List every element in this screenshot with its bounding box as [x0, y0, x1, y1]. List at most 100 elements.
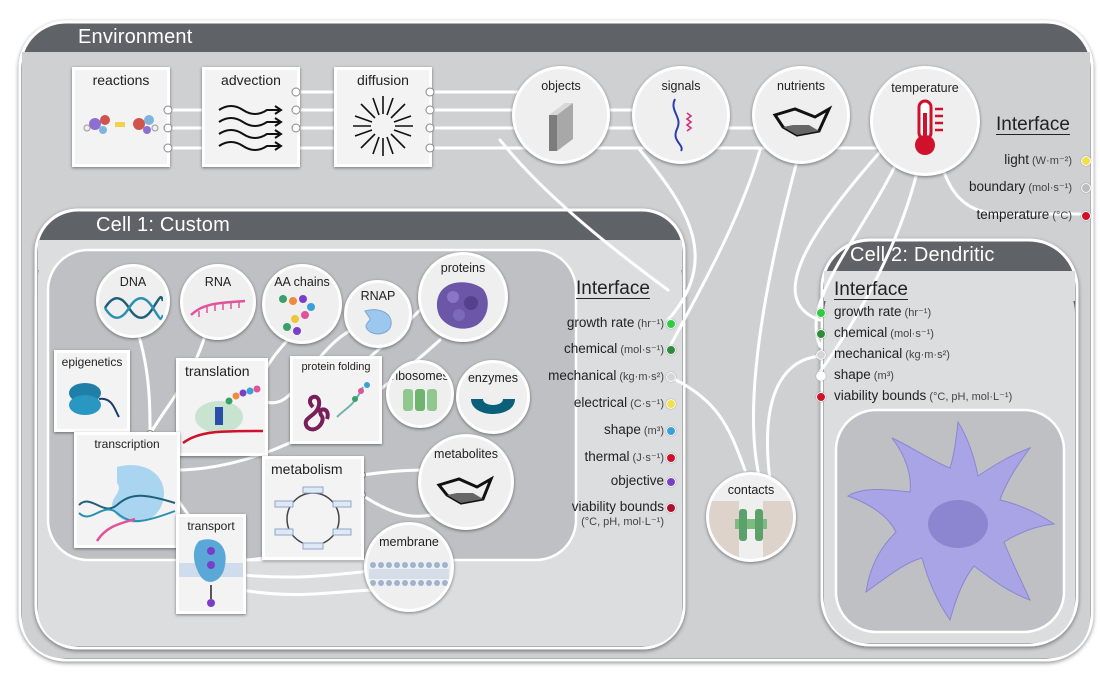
- membrane-label: membrane: [379, 535, 439, 549]
- env-interface-temperature[interactable]: temperature(°C): [977, 207, 1072, 222]
- cell2-mechanical-unit: (kg·m·s²): [905, 349, 950, 361]
- dna-label: DNA: [119, 275, 147, 289]
- transport-process[interactable]: transport: [176, 514, 246, 614]
- growth-rate-unit: (hr⁻¹): [637, 318, 664, 330]
- cell2-title: Cell 2: Dendritic: [850, 244, 995, 266]
- transport-label: transport: [187, 519, 235, 533]
- transcription-label: transcription: [94, 437, 160, 451]
- metabolites-node[interactable]: metabolites: [418, 434, 514, 530]
- light-port[interactable]: [1081, 156, 1091, 166]
- cell2-growth-rate-label: growth rate: [834, 304, 902, 319]
- viability-bounds-label: viability bounds: [571, 499, 664, 514]
- cell2-iface-viability-bounds[interactable]: viability bounds(°C, pH, mol·L⁻¹): [834, 388, 1012, 403]
- translation-icon: [182, 385, 264, 445]
- cell1-iface-viability-bounds[interactable]: viability bounds: [572, 499, 664, 514]
- cell2-chemical-port[interactable]: [816, 329, 826, 339]
- advection-process[interactable]: advection: [202, 67, 300, 167]
- protein-folding-process[interactable]: protein folding: [290, 356, 382, 444]
- cell-junction-icon: [709, 501, 793, 557]
- cell1-iface-shape[interactable]: shape(m³): [604, 422, 664, 437]
- cell1-interface-title: Interface: [576, 278, 650, 299]
- proteins-node[interactable]: proteins: [418, 252, 508, 342]
- boundary-port[interactable]: [1081, 183, 1091, 193]
- signal-strand-icon: [672, 98, 693, 152]
- signals-node[interactable]: signals: [632, 66, 730, 164]
- mechanical-label: mechanical: [548, 368, 617, 383]
- metabolite-ring-icon: [436, 475, 494, 505]
- contacts-label: contacts: [727, 483, 775, 497]
- cell1-electrical-port[interactable]: [666, 399, 676, 409]
- cell2-viability-bounds-port[interactable]: [816, 392, 826, 402]
- env-interface-boundary[interactable]: boundary(mol·s⁻¹): [969, 179, 1072, 194]
- reactions-process[interactable]: reactions: [72, 67, 170, 167]
- rnap-node[interactable]: RNAP: [344, 280, 412, 348]
- translation-process[interactable]: translation: [176, 358, 268, 456]
- cell1-growth-rate-port[interactable]: [666, 319, 676, 329]
- temperature-iface-unit: (°C): [1052, 210, 1072, 222]
- aa-chains-node[interactable]: AA chains: [262, 264, 342, 344]
- temperature-node[interactable]: temperature: [870, 66, 980, 176]
- metabolism-label: metabolism: [271, 461, 343, 477]
- cell1-chemical-port[interactable]: [666, 345, 676, 355]
- cell1-shape-port[interactable]: [666, 426, 676, 436]
- enzymes-node[interactable]: enzymes: [456, 360, 530, 434]
- cell2-shape-unit: (m³): [873, 370, 894, 382]
- cell2-shape-port[interactable]: [816, 371, 826, 381]
- ribosomes-label: ribosomes: [391, 369, 449, 383]
- protein-folding-icon: [303, 382, 370, 432]
- environment-title: Environment: [78, 26, 193, 48]
- cell1-thermal-port[interactable]: [666, 453, 676, 463]
- membrane-node[interactable]: membrane: [364, 522, 454, 612]
- shape-label: shape: [604, 422, 641, 437]
- env-interface-light[interactable]: light(W·m⁻²): [1004, 152, 1072, 167]
- shape-unit: (m³): [643, 425, 664, 437]
- cell2-iface-shape[interactable]: shape(m³): [834, 367, 894, 382]
- cell1-iface-mechanical[interactable]: mechanical(kg·m·s²): [548, 368, 664, 383]
- diffusion-process[interactable]: diffusion: [334, 67, 432, 167]
- cell1-iface-thermal[interactable]: thermal(J·s⁻¹): [585, 449, 664, 464]
- diffusion-label: diffusion: [357, 72, 409, 88]
- temperature-label: temperature: [891, 81, 959, 95]
- thermal-unit: (J·s⁻¹): [632, 452, 664, 464]
- cell2-iface-chemical[interactable]: chemical(mol·s⁻¹): [834, 325, 934, 340]
- signals-label: signals: [661, 79, 701, 93]
- transporter-icon: [179, 539, 243, 607]
- rna-node[interactable]: RNA: [180, 264, 256, 340]
- reactions-label: reactions: [92, 72, 150, 88]
- boundary-unit: (mol·s⁻¹): [1028, 182, 1072, 194]
- env-interface-title: Interface: [996, 114, 1070, 135]
- mechanical-unit: (kg·m·s²): [619, 371, 664, 383]
- nutrients-node[interactable]: nutrients: [752, 66, 850, 164]
- cell2-iface-mechanical[interactable]: mechanical(kg·m·s²): [834, 346, 950, 361]
- metabolites-label: metabolites: [434, 447, 498, 461]
- cell2-mechanical-port[interactable]: [816, 350, 826, 360]
- contacts-node[interactable]: contacts: [706, 472, 796, 562]
- electrical-unit: (C·s⁻¹): [630, 398, 664, 410]
- cell1-viability-bounds-port[interactable]: [666, 503, 676, 513]
- metabolism-process[interactable]: metabolism: [262, 456, 364, 560]
- ribosomes-node[interactable]: ribosomes: [386, 360, 454, 428]
- thermometer-icon: [915, 99, 943, 155]
- chemical-label: chemical: [564, 341, 618, 356]
- cell2-growth-rate-port[interactable]: [816, 308, 826, 318]
- flow-arrows-icon: [218, 105, 283, 151]
- transcription-process[interactable]: transcription: [74, 432, 180, 548]
- cell1-iface-chemical[interactable]: chemical(mol·s⁻¹): [564, 341, 664, 356]
- electrical-label: electrical: [573, 395, 628, 410]
- temperature-port[interactable]: [1081, 211, 1091, 221]
- hexose-ring-icon: [772, 105, 833, 137]
- epigenetics-process[interactable]: epigenetics: [54, 350, 130, 432]
- cell1-iface-growth-rate[interactable]: growth rate(hr⁻¹): [567, 315, 664, 330]
- cell1-mechanical-port[interactable]: [666, 372, 676, 382]
- cell1-iface-objective[interactable]: objective: [611, 473, 664, 488]
- cell2-iface-growth-rate[interactable]: growth rate(hr⁻¹): [834, 304, 931, 319]
- cell1-objective-port[interactable]: [666, 477, 676, 487]
- objects-node[interactable]: objects: [512, 66, 610, 164]
- cell2-viability-bounds-unit: (°C, pH, mol·L⁻¹): [929, 391, 1013, 403]
- diffusion-arrows-icon: [353, 96, 413, 156]
- cell1-iface-electrical[interactable]: electrical(C·s⁻¹): [574, 395, 664, 410]
- block-icon: [549, 103, 573, 151]
- dna-node[interactable]: DNA: [96, 264, 170, 338]
- epigenetics-label: epigenetics: [61, 355, 123, 369]
- rna-label: RNA: [204, 275, 232, 289]
